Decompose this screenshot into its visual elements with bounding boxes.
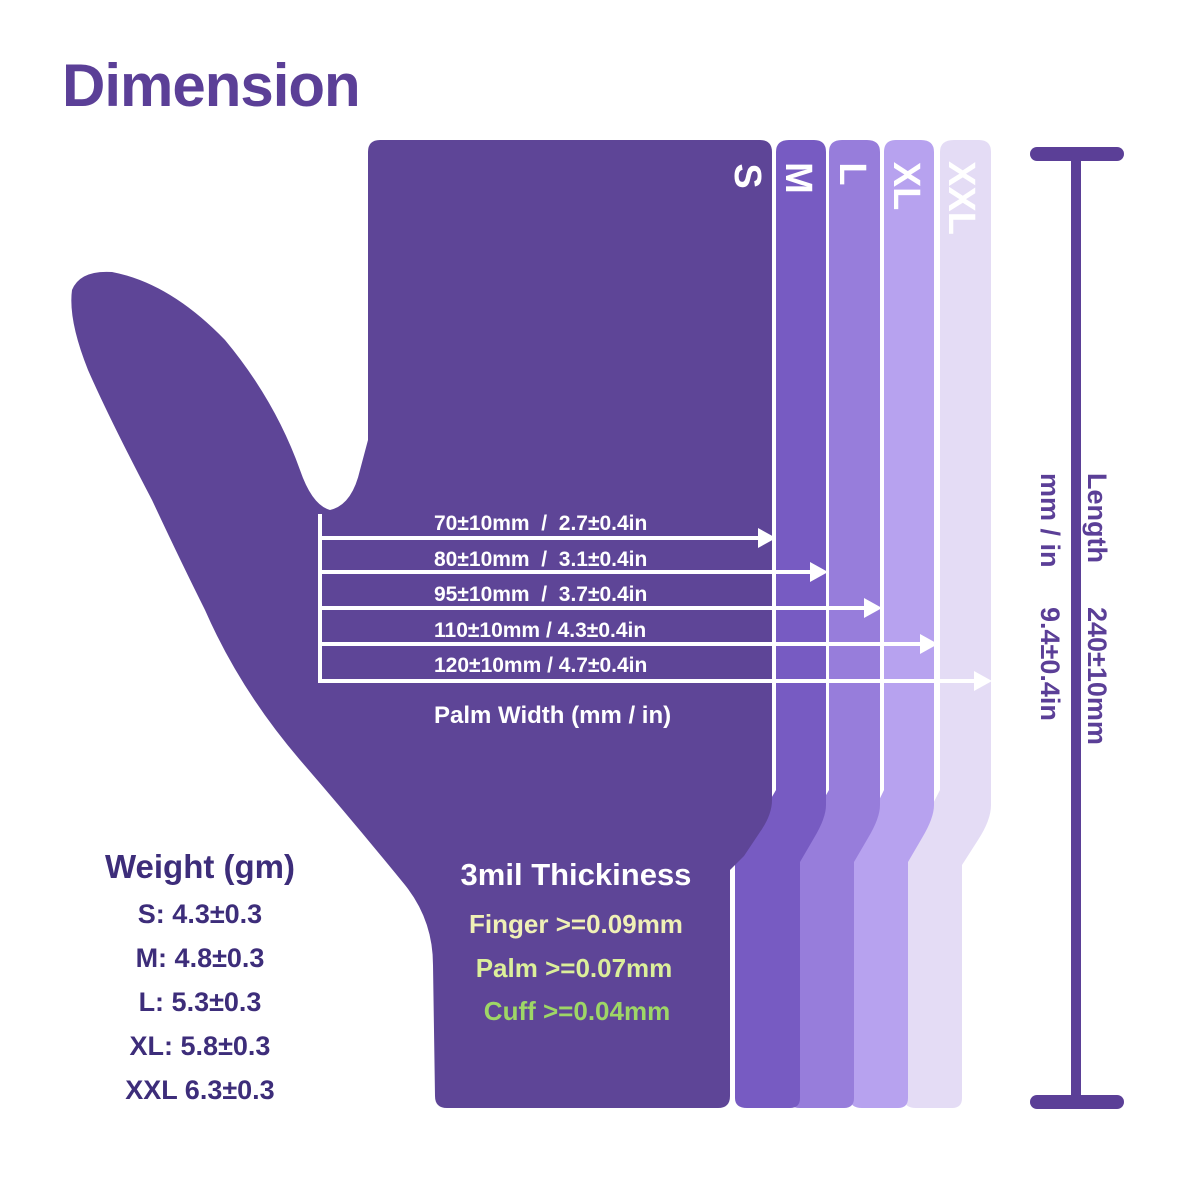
page-title: Dimension: [62, 52, 361, 119]
glove-outline-xxl: [904, 140, 991, 1108]
size-label-xxl: XXL: [940, 161, 982, 235]
size-label-xl: XL: [885, 162, 927, 211]
palm-width-s: 70±10mm / 2.7±0.4in: [434, 512, 647, 535]
weight-row-xxl: XXL 6.3±0.3: [125, 1075, 275, 1105]
weight-row-m: M: 4.8±0.3: [135, 943, 265, 973]
weight-title: Weight (gm): [104, 848, 296, 885]
thickness-title: 3mil Thickiness: [461, 857, 692, 892]
palm-width-caption: Palm Width (mm / in): [434, 702, 671, 729]
palm-arrow-s: [320, 528, 776, 548]
thickness-palm: Palm >=0.07mm: [476, 953, 673, 983]
length-unit: mm / in: [1035, 473, 1065, 568]
length-label: Length: [1082, 473, 1112, 563]
glove-outline-xl: [850, 140, 934, 1108]
size-label-m: M: [777, 162, 819, 194]
length-value-mm: 240±10mm: [1082, 607, 1112, 745]
palm-width-xl: 110±10mm / 4.3±0.4in: [434, 619, 646, 642]
weight-row-xl: XL: 5.8±0.3: [129, 1031, 271, 1061]
size-label-l: L: [831, 162, 873, 185]
glove-outline-l: [788, 140, 880, 1108]
thickness-finger: Finger >=0.09mm: [469, 909, 683, 939]
palm-arrow-m: [320, 562, 828, 582]
palm-arrow-l: [320, 598, 882, 618]
length-value-in: 9.4±0.4in: [1035, 607, 1065, 721]
palm-width-xxl: 120±10mm / 4.7±0.4in: [434, 654, 647, 677]
size-label-s: S: [726, 163, 768, 188]
thickness-cuff: Cuff >=0.04mm: [484, 996, 670, 1026]
glove-shape-s: [71, 140, 773, 1108]
palm-arrow-xxl: [320, 671, 992, 691]
length-ruler: [1030, 147, 1124, 1109]
weight-row-s: S: 4.3±0.3: [137, 899, 263, 929]
glove-outline-m: [735, 140, 826, 1108]
weight-table: Weight (gm) S: 4.3±0.3 M: 4.8±0.3 L: 5.3…: [60, 848, 340, 1112]
palm-width-m: 80±10mm / 3.1±0.4in: [434, 548, 647, 571]
palm-arrow-xl: [320, 634, 938, 654]
weight-row-l: L: 5.3±0.3: [138, 987, 262, 1017]
palm-width-l: 95±10mm / 3.7±0.4in: [434, 583, 647, 606]
